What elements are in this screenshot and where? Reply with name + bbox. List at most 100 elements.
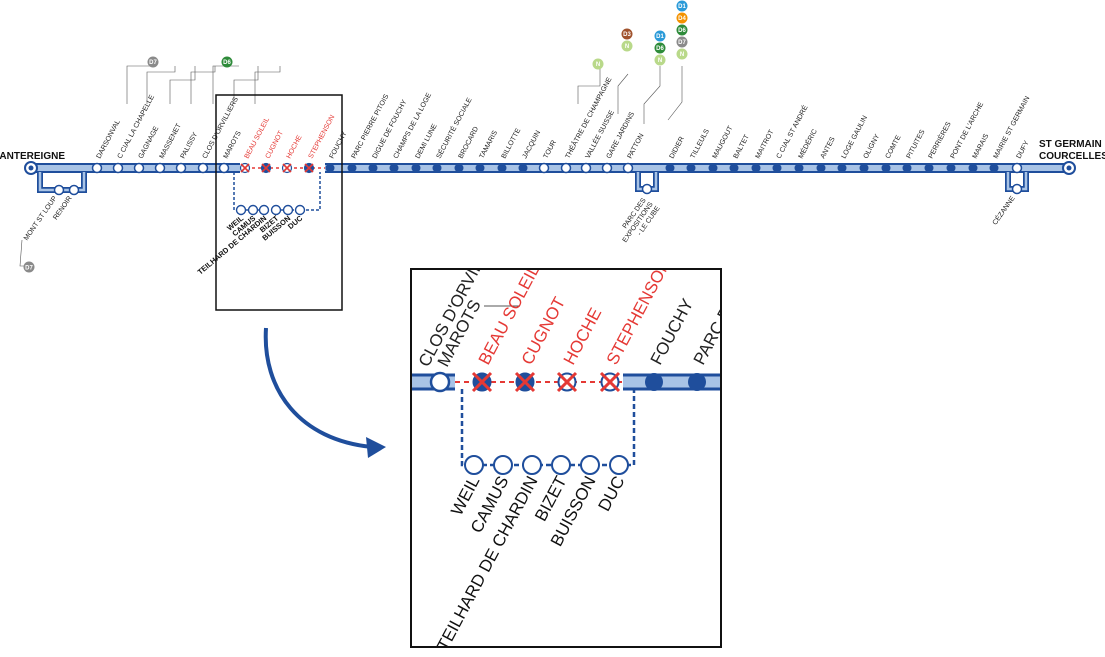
station-champs-de-la-loge[interactable]	[389, 163, 399, 173]
station-darsonval[interactable]	[91, 162, 103, 174]
west-terminus: CHANTEREIGNE	[0, 151, 65, 175]
east-terminus-dot	[1066, 165, 1072, 171]
zoom-loop-station-weil[interactable]	[464, 455, 484, 475]
loop-station-teilhard-de-chardin[interactable]	[258, 204, 270, 216]
connection-badge-d4	[676, 12, 688, 24]
station-label-c-cial-la-chapelle: C CIAL LA CHAPELLE	[117, 94, 157, 160]
connection-badge-label: N	[625, 44, 629, 50]
station-label-tilleuls: TILLEULS	[690, 128, 711, 160]
station-patton[interactable]	[622, 162, 634, 174]
connection-badge-d6	[221, 56, 233, 68]
station-parc-des-expositions[interactable]	[641, 183, 653, 195]
zoom-station-parc-pierre-pitois[interactable]	[688, 373, 706, 391]
station-maitrot[interactable]	[751, 163, 761, 173]
connection-badge-n	[654, 54, 666, 66]
loop-station-duc[interactable]	[294, 204, 306, 216]
station-vallee-suisse[interactable]	[580, 162, 592, 174]
leader-cial-chapelle	[146, 66, 176, 104]
closed-x-icon	[514, 371, 536, 393]
station-label-marais: MARAIS	[972, 133, 991, 160]
closed-x-icon	[556, 371, 578, 393]
station-marots[interactable]	[218, 162, 230, 174]
station-brocard[interactable]	[454, 163, 464, 173]
zoom-loop-path	[460, 389, 636, 467]
small-loop	[233, 172, 321, 211]
leader-patton	[643, 66, 661, 124]
station-securite-sociale[interactable]	[432, 163, 442, 173]
zoom-loop-station-camus[interactable]	[493, 455, 513, 475]
station-comte[interactable]	[881, 163, 891, 173]
station-didier[interactable]	[665, 163, 675, 173]
station-gare-jardins[interactable]	[601, 162, 613, 174]
station-theatre-de-champagne[interactable]	[560, 162, 572, 174]
station-label-maitrot: MAITROT	[755, 128, 776, 160]
west-d7-leader	[19, 239, 26, 267]
station-mairie-st-germain[interactable]	[989, 163, 999, 173]
zoom-inset: CLOS D'ORVILLIERS MAROTS BEAU SOLEILCUGN…	[410, 268, 722, 654]
station-mont-st-loup[interactable]	[53, 184, 65, 196]
leader-gagnage	[169, 66, 196, 104]
station-label-tour: TOUR	[543, 139, 558, 160]
station-loge-gaulin[interactable]	[837, 163, 847, 173]
loop-station-camus[interactable]	[247, 204, 259, 216]
station-renoir[interactable]	[68, 184, 80, 196]
zoom-loop-station-bizet[interactable]	[551, 455, 571, 475]
station-label-patton: PATTON	[627, 133, 646, 160]
zoom-station-fouchy[interactable]	[645, 373, 663, 391]
zoom-loop-station-teilhard-de-chardin[interactable]	[522, 455, 542, 475]
station-jacquin[interactable]	[518, 163, 528, 173]
zoom-loop-station-duc[interactable]	[609, 455, 629, 475]
leader-patton-b	[667, 66, 683, 121]
zoom-station-marots[interactable]	[429, 371, 451, 393]
station-label-antes: ANTES	[820, 136, 837, 160]
west-terminus-dot	[28, 165, 34, 171]
station-fouchy[interactable]	[325, 163, 335, 173]
station-demi-lune[interactable]	[411, 163, 421, 173]
closed-x-icon	[599, 371, 621, 393]
loop-station-label-duc: DUC	[286, 213, 305, 231]
station-label-marots: MAROTS	[223, 130, 243, 160]
station-palissy[interactable]	[175, 162, 187, 174]
station-massenet[interactable]	[154, 162, 166, 174]
station-label-perrieres: PERRIÈRES	[926, 120, 953, 160]
station-marais[interactable]	[968, 163, 978, 173]
connection-badge-label: D1	[656, 34, 664, 40]
station-billotte[interactable]	[497, 163, 507, 173]
station-mederic[interactable]	[794, 163, 804, 173]
station-label-cezanne: CÉZANNE	[990, 194, 1017, 227]
station-digue-de-fouchy[interactable]	[368, 163, 378, 173]
station-tamaris[interactable]	[475, 163, 485, 173]
loop-station-bizet[interactable]	[270, 204, 282, 216]
station-c-cial-st-andre[interactable]	[772, 163, 782, 173]
west-branch: MONT ST LOUP RENOIR D7	[19, 172, 87, 273]
main-line-band	[30, 164, 1072, 172]
station-cezanne[interactable]	[1011, 183, 1023, 195]
loop-station-buisson[interactable]	[282, 204, 294, 216]
station-baltet[interactable]	[729, 163, 739, 173]
station-c-cial-la-chapelle[interactable]	[112, 162, 124, 174]
station-label-champs-de-la-loge: CHAMPS DE LA LOGE	[393, 92, 434, 160]
station-tilleuls[interactable]	[686, 163, 696, 173]
loop-station-weil[interactable]	[235, 204, 247, 216]
station-perrieres[interactable]	[924, 163, 934, 173]
station-dufy[interactable]	[1011, 162, 1023, 174]
station-maugout[interactable]	[708, 163, 718, 173]
connection-badge-d6	[676, 24, 688, 36]
station-gagnage[interactable]	[133, 162, 145, 174]
station-pituites[interactable]	[902, 163, 912, 173]
station-label-billotte: BILLOTTE	[501, 127, 523, 160]
leader-marots	[254, 66, 281, 104]
connection-badge-label: D6	[656, 46, 664, 52]
station-label-comte: COMTE	[885, 134, 903, 160]
west-terminus-label: CHANTEREIGNE	[0, 151, 65, 162]
connection-badge-n	[592, 58, 604, 70]
station-antes[interactable]	[816, 163, 826, 173]
station-tour[interactable]	[538, 162, 550, 174]
station-oligny[interactable]	[859, 163, 869, 173]
station-clos-d-orvilliers[interactable]	[197, 162, 209, 174]
station-parc-pierre-pitois[interactable]	[347, 163, 357, 173]
station-label-didier: DIDIER	[669, 136, 686, 160]
station-pont-de-l-arche[interactable]	[946, 163, 956, 173]
zoom-loop-station-buisson[interactable]	[580, 455, 600, 475]
